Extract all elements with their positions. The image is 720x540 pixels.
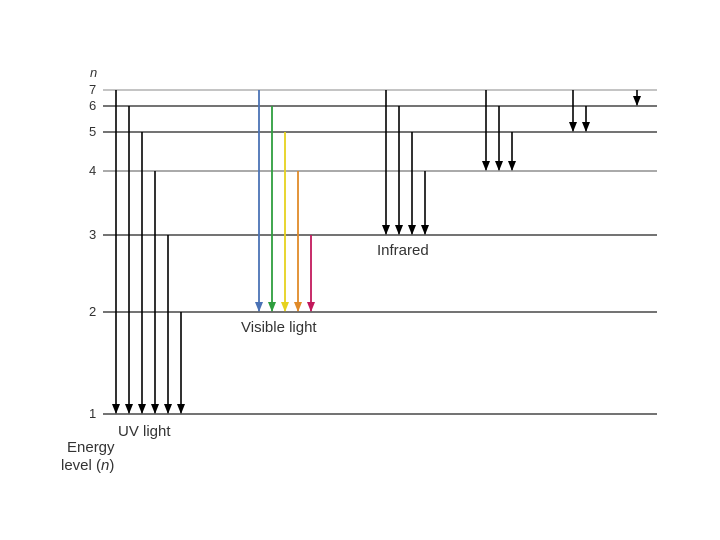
- axis-title: n: [90, 65, 97, 80]
- level-labels: 1 2 3 4 5 67: [89, 82, 96, 421]
- caption-visible-light: Visible light: [241, 319, 317, 336]
- caption-uv-light: UV light: [118, 423, 171, 440]
- caption-infrared: Infrared: [377, 242, 429, 259]
- energy-label-n: n: [101, 457, 109, 474]
- energy-label-close: ): [109, 457, 114, 474]
- level-label-5: 5: [89, 124, 96, 139]
- energy-label-line1: Energy: [67, 439, 115, 456]
- transition-arrows: [112, 90, 641, 414]
- energy-label-line2: level (n): [61, 457, 114, 474]
- energy-label-prefix: level (: [61, 457, 101, 474]
- level-label-1: 1: [89, 406, 96, 421]
- level-lines: [103, 89, 657, 415]
- level-label-7: 7: [89, 82, 96, 97]
- level-label-4: 4: [89, 163, 96, 178]
- level-label-3: 3: [89, 227, 96, 242]
- level-label-6: 6: [89, 98, 96, 113]
- level-label-2: 2: [89, 304, 96, 319]
